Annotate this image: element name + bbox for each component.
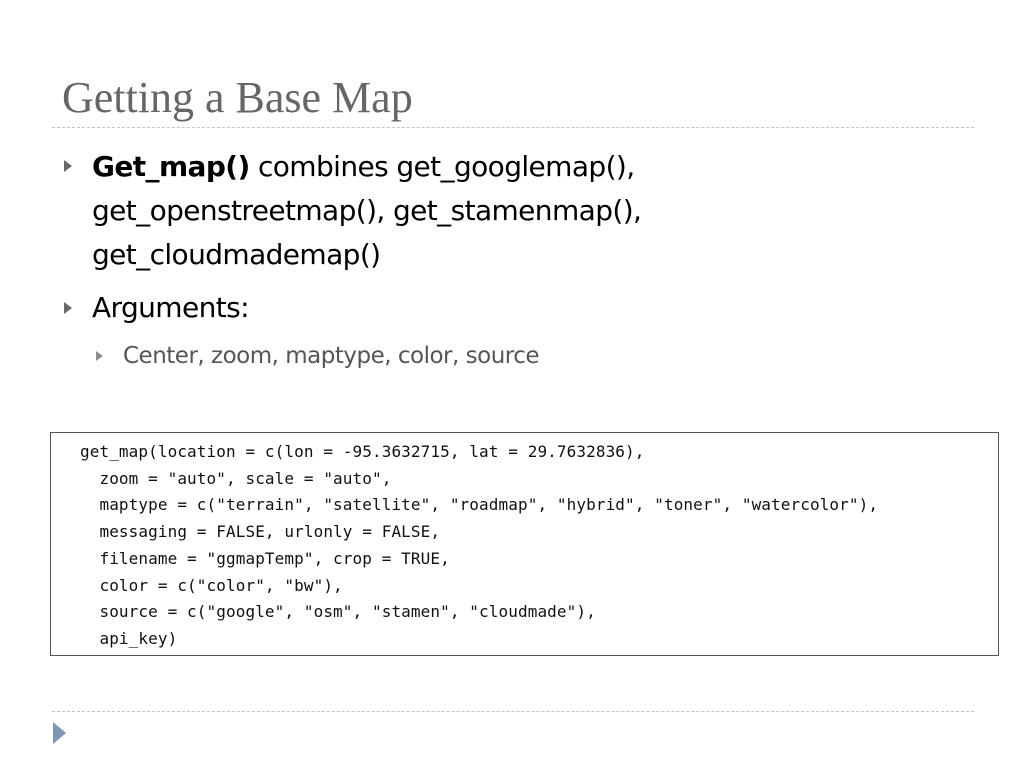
slide-title: Getting a Base Map — [62, 73, 413, 122]
subbullet-triangle-icon — [96, 351, 103, 361]
footer-divider — [52, 711, 974, 712]
bullet-1-line-3: get_cloudmademap() — [92, 238, 381, 271]
bullet-2-text: Arguments: — [92, 291, 250, 324]
code-line: messaging = FALSE, urlonly = FALSE, — [80, 522, 441, 542]
code-block: get_map(location = c(lon = -95.3632715, … — [50, 432, 999, 656]
code-line: color = c("color", "bw"), — [80, 575, 343, 595]
bullet-1-text: combines get_googlemap(), — [249, 150, 635, 183]
bullet-1-bold: Get_map() — [92, 150, 250, 183]
bullet-1-line-1: Get_map() combines get_googlemap(), — [92, 145, 635, 189]
subbullet-1-text: Center, zoom, maptype, color, source — [123, 343, 540, 369]
code-line: api_key) — [80, 628, 178, 648]
code-line: maptype = c("terrain", "satellite", "roa… — [80, 495, 879, 515]
code-line: filename = "ggmapTemp", crop = TRUE, — [80, 548, 450, 568]
title-divider — [52, 127, 974, 128]
code-line: zoom = "auto", scale = "auto", — [80, 468, 392, 488]
code-line: source = c("google", "osm", "stamen", "c… — [80, 602, 596, 622]
code-text: get_map(location = c(lon = -95.3632715, … — [80, 439, 878, 653]
code-line: get_map(location = c(lon = -95.3632715, … — [80, 442, 645, 461]
next-slide-icon[interactable] — [53, 722, 66, 744]
bullet-triangle-icon — [64, 160, 72, 172]
bullet-1-line-2: get_openstreetmap(), get_stamenmap(), — [92, 194, 642, 227]
bullet-triangle-icon — [64, 302, 72, 314]
